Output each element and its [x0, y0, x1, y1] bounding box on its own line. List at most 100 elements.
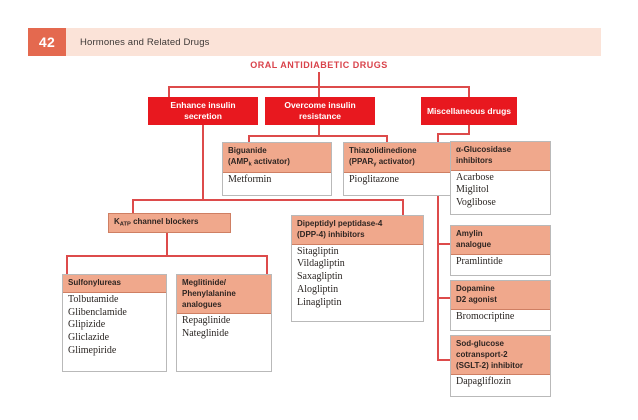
node-miscellaneous-drugs[interactable]: Miscellaneous drugs [421, 97, 517, 125]
connector-enhance-bus [132, 199, 404, 201]
katp-subscript: ATP [119, 221, 131, 228]
connector-drop-enhance [168, 86, 170, 98]
card-meglitinide-phenylalanine-analogues[interactable]: Meglitinide/ Phenylalanine analogues Rep… [176, 274, 272, 372]
card-amylin-body: Pramlintide [451, 255, 550, 271]
card-biguanide-body: Metformin [223, 173, 331, 189]
card-dpp4-title-line1: Dipeptidyl peptidase-4 [297, 219, 383, 228]
card-dopamine-d2-agonist[interactable]: Dopamine D2 agonist Bromocriptine [450, 280, 551, 331]
connector-drop-misc [468, 86, 470, 98]
connector-drop-thiazolidinedione [386, 135, 388, 143]
drug-item: Miglitol [456, 184, 489, 196]
drug-item: Nateglinide [182, 328, 229, 340]
card-alpha-glucosidase-body: Acarbose Miglitol Voglibose [451, 171, 550, 212]
node-overcome-insulin-resistance-label: Overcome insulin resistance [284, 100, 356, 121]
drug-item: Glipizide [68, 319, 106, 331]
card-biguanide[interactable]: Biguanide (AMPk activator) Metformin [222, 142, 332, 196]
card-thiazolidinedione-body: Pioglitazone [344, 173, 452, 189]
card-dpp4-header: Dipeptidyl peptidase-4 (DPP-4) inhibitor… [292, 216, 423, 245]
node-enhance-insulin-secretion-label: Enhance insulin secretion [170, 100, 236, 121]
card-sglt2-title-line2: cotransport-2 [456, 349, 508, 359]
biguanide-post: activator) [251, 156, 290, 166]
connector-drop-dpp4 [402, 199, 404, 215]
connector-drop-overcome [318, 86, 320, 98]
card-alpha-glucosidase-inhibitors[interactable]: α-Glucosidase inhibitors Acarbose Miglit… [450, 141, 551, 215]
drug-item: Gliclazide [68, 332, 110, 344]
connector-enhance-spine [202, 125, 204, 201]
card-dopamine-title-line1: Dopamine [456, 284, 495, 293]
card-thiazolidinedione[interactable]: Thiazolidinedione (PPARγ activator) Piog… [343, 142, 453, 196]
card-meglitinide-title-line2: Phenylalanine [182, 288, 236, 298]
card-sglt2-title-line1: Sod-glucose [456, 339, 505, 348]
card-sglt2-inhibitor[interactable]: Sod-glucose cotransport-2 (SGLT-2) inhib… [450, 335, 551, 397]
connector-overcome-bus [248, 135, 388, 137]
card-meglitinide-header: Meglitinide/ Phenylalanine analogues [177, 275, 271, 315]
card-sglt2-title-line3: (SGLT-2) inhibitor [456, 360, 523, 370]
card-dpp4-body: Sitagliptin Vildagliptin Saxagliptin Alo… [292, 245, 423, 312]
card-thiazolidinedione-header: Thiazolidinedione (PPARγ activator) [344, 143, 452, 173]
card-biguanide-header: Biguanide (AMPk activator) [223, 143, 331, 173]
connector-katp-stem [166, 233, 168, 257]
drug-item: Glibenclamide [68, 306, 127, 318]
card-meglitinide-body: Repaglinide Nateglinide [177, 314, 271, 343]
thiazolidinedione-subscript: γ [373, 161, 377, 168]
node-katp-channel-blockers[interactable]: KATP channel blockers [108, 213, 231, 233]
thiazolidinedione-post: activator) [376, 156, 415, 166]
card-sglt2-body: Dapagliflozin [451, 375, 550, 391]
drug-item: Tolbutamide [68, 293, 119, 305]
drug-item: Bromocriptine [456, 310, 515, 322]
chapter-header-bar: 42 Hormones and Related Drugs [28, 28, 601, 56]
card-meglitinide-title-line3: analogues [182, 299, 222, 309]
drug-item: Dapagliflozin [456, 376, 511, 388]
card-alpha-glucosidase-header: α-Glucosidase inhibitors [451, 142, 550, 171]
drug-item: Acarbose [456, 171, 494, 183]
drug-item: Repaglinide [182, 315, 231, 327]
connector-misc-spine [437, 133, 439, 361]
drug-item: Glimepiride [68, 344, 117, 356]
thiazolidinedione-pre: (PPAR [349, 156, 374, 166]
node-miscellaneous-drugs-label: Miscellaneous drugs [426, 105, 512, 116]
drug-item: Alogliptin [297, 283, 339, 295]
connector-misc-turn [437, 133, 470, 135]
drug-item: Linagliptin [297, 296, 342, 308]
node-enhance-insulin-secretion[interactable]: Enhance insulin secretion [148, 97, 258, 125]
connector-stub-dopamine [437, 297, 451, 299]
drug-item: Metformin [228, 173, 272, 185]
connector-stub-sglt2 [437, 359, 451, 361]
card-amylin-title-line1: Amylin [456, 229, 483, 238]
card-biguanide-title-line1: Biguanide [228, 146, 267, 155]
chapter-title: Hormones and Related Drugs [80, 36, 210, 48]
card-sulfonylureas-header: Sulfonylureas [63, 275, 166, 293]
drug-item: Pramlintide [456, 255, 503, 267]
card-dpp4-inhibitors[interactable]: Dipeptidyl peptidase-4 (DPP-4) inhibitor… [291, 215, 424, 322]
connector-root-stem [318, 72, 320, 88]
connector-overcome-stem [318, 125, 320, 137]
connector-misc-stem [468, 125, 470, 135]
card-dopamine-title-line2: D2 agonist [456, 294, 497, 304]
card-meglitinide-title-line1: Meglitinide/ [182, 278, 226, 287]
biguanide-pre: (AMP [228, 156, 249, 166]
card-thiazolidinedione-title-line2: (PPARγ activator) [349, 157, 448, 169]
connector-drop-katp [132, 199, 134, 213]
biguanide-subscript: k [248, 161, 252, 168]
katp-pre: K [114, 217, 120, 227]
drug-item: Pioglitazone [349, 173, 399, 185]
card-amylin-analogue[interactable]: Amylin analogue Pramlintide [450, 225, 551, 276]
card-amylin-header: Amylin analogue [451, 226, 550, 255]
node-overcome-insulin-resistance[interactable]: Overcome insulin resistance [265, 97, 375, 125]
connector-stub-amylin [437, 243, 451, 245]
connector-drop-biguanide [248, 135, 250, 143]
card-amylin-title-line2: analogue [456, 239, 492, 249]
diagram-title: ORAL ANTIDIABETIC DRUGS [250, 60, 388, 70]
katp-label: KATP channel blockers [114, 217, 198, 229]
connector-drop-sulfonylureas [66, 255, 68, 275]
card-sglt2-header: Sod-glucose cotransport-2 (SGLT-2) inhib… [451, 336, 550, 376]
connector-drop-meglitinide [266, 255, 268, 275]
card-alpha-glucosidase-title-line2: inhibitors [456, 155, 493, 165]
chapter-number-badge: 42 [28, 28, 66, 56]
card-sulfonylureas[interactable]: Sulfonylureas Tolbutamide Glibenclamide … [62, 274, 167, 372]
card-biguanide-title-line2: (AMPk activator) [228, 157, 327, 169]
card-dopamine-header: Dopamine D2 agonist [451, 281, 550, 310]
katp-post: channel blockers [130, 217, 199, 227]
card-sulfonylureas-body: Tolbutamide Glibenclamide Glipizide Glic… [63, 293, 166, 360]
